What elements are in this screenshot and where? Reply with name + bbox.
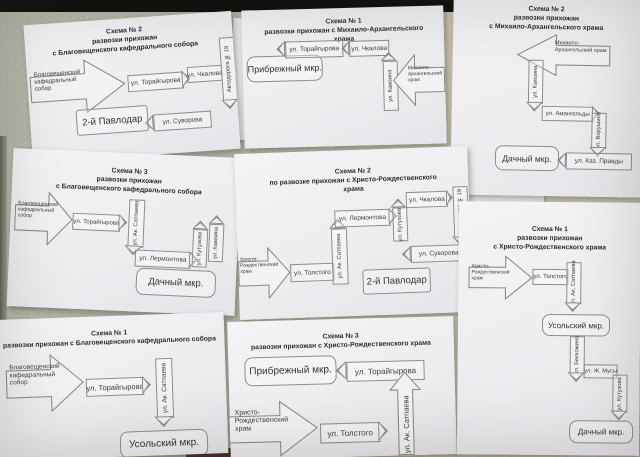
street-arrow-label: ул. Лермонтова [334, 208, 391, 228]
street-arrow-label: ул. Торайгырова [85, 376, 145, 397]
scheme-title: Схема № 3 развозки прихожан с Благовещен… [54, 165, 205, 198]
street-arrow-label: ул. Амангельды [541, 105, 594, 122]
destination-box: Дачный мкр. [569, 420, 634, 444]
destination-box: 2-й Павлодар [75, 104, 150, 136]
arrowhead-down-icon [564, 302, 581, 312]
scheme-title: Схема № 1 развозки прихожан с Христо-Рож… [465, 225, 635, 253]
origin-label: Благовещенский кафедральный собор [17, 200, 59, 219]
title-line: с Христо-Рождественского храма [493, 243, 607, 252]
midpoint-box: Усольский мкр. [541, 313, 611, 337]
street-arrow-label: ул. Кутузова [191, 229, 209, 268]
street-arrow-label: ул. Ак. Сатпаева [401, 395, 412, 454]
street-arrow-label: ул. Ак. Сатпаева [566, 261, 582, 306]
origin-arrow: Михаило-Архангельский храм [516, 33, 611, 77]
street-arrow-label: ул. Торайгырова [285, 40, 344, 59]
street-arrow-label: ул. Чкалова [405, 190, 449, 209]
street-arrow-label: ул. Торайгырова [127, 71, 185, 93]
street-arrow-label: ул. Толстого [319, 422, 381, 444]
destination-box: Дачный мкр. [494, 145, 560, 172]
street-arrow-label: ул. Каз. Правды [565, 152, 633, 171]
origin-label: Благовещенский кафедральный собор [33, 69, 81, 93]
origin-arrow: Благовещенский кафедральный собор [28, 56, 128, 117]
arrowhead-right-icon [142, 376, 152, 394]
destination-box: 2-й Павлодар [362, 267, 432, 295]
arrowhead-right-icon [118, 214, 128, 231]
street-arrow-label: ул. Толстого [532, 268, 569, 286]
origin-label: Христо-Рождественский храм [471, 263, 510, 282]
street-arrow-label: ул. Ак. Сатпаева [127, 199, 146, 248]
sheet-scheme1-annunciation: Схема № 1 развозки прихожан с Благовещен… [0, 312, 229, 457]
sheet-scheme1-michael-archangel: Схема № 1 развозки прихожан с Михаило-Ар… [241, 5, 447, 149]
scheme-title: Схема № 3 развозки прихожан с Христо-Рож… [234, 330, 448, 353]
origin-label: Михаило-Архангельский храм [407, 64, 443, 84]
street-arrow-label: ул. Торайгырова [72, 212, 121, 232]
origin-arrow: Христо-Рождественский храм [237, 246, 291, 300]
table-edge-left [0, 136, 7, 334]
sheet-scheme2-annunciation: Схема № 2 развозки прихожан с Благовещен… [23, 10, 241, 164]
arrowhead-down-icon [526, 102, 543, 112]
origin-arrow: Михаило-Архангельский храм [392, 53, 445, 106]
origin-label: Христо-Рождественский храм [234, 409, 289, 433]
origin-arrow: Благовещенский кафедральный собор [5, 353, 85, 414]
street-arrow-label: ул. Камзина [207, 223, 225, 263]
street-arrow-label: ул. Кутузова [392, 207, 409, 242]
street-arrow-label: ул. Лермонтова [134, 249, 192, 269]
sheet-scheme2-michael-archangel: Схема № 2 развозки прихожан с Михаило-Ар… [450, 0, 640, 198]
arrowhead-down-icon [221, 99, 239, 110]
street-arrow-label: ул. Ак. Сатпаева [330, 228, 349, 285]
origin-arrow: Христо-Рождественский храм [468, 255, 532, 300]
origin-arrow: Благовещенский кафедральный собор [13, 190, 73, 246]
origin-label: Михаило-Архангельский храм [554, 40, 607, 54]
arrowhead-left-icon [335, 361, 346, 380]
destination-box: Усольский мкр. [119, 428, 209, 457]
street-arrow-label: ул. Толстого [290, 262, 335, 283]
street-arrow-label: ул. Чкалова [187, 64, 223, 84]
scheme-title: Схема № 2 развозки прихожан с Михаило-Ар… [466, 5, 626, 34]
scheme-title: Схема № 1 развозки прихожан с Благовещен… [2, 326, 216, 351]
street-arrow-label: ул. Ак. Сатпаева [155, 357, 175, 419]
sheet-scheme2-christ-nativity: Схема № 2 по развозке прихожан с Христо-… [234, 145, 473, 321]
origin-label: Благовещенский кафедральный собор [9, 362, 60, 387]
arrowhead-down-icon [154, 416, 173, 428]
sheet-scheme3-annunciation: Схема № 3 развозки прихожан с Благовещен… [6, 148, 242, 316]
arrowhead-down-icon [610, 411, 627, 421]
destination-box: Прибрежный мкр. [246, 54, 324, 83]
origin-arrow: Христо-Рождественский храм [227, 400, 318, 457]
scheme-title: Схема № 2 развозки прихожан с Благовещен… [49, 22, 200, 59]
sheet-scheme1-christ-nativity: Схема № 1 развозки прихожан с Христо-Рож… [456, 201, 640, 456]
street-arrow-label: ул. Ворушина [591, 112, 607, 149]
street-arrow-label: ул. Кутузова [612, 374, 628, 413]
street-arrow-label: ул. Камзина [527, 59, 544, 104]
street-arrow-label: ул. Бекхожина [569, 336, 585, 375]
title-line: с Михаило-Архангельского храма [489, 22, 604, 32]
arrowhead-right-icon [378, 421, 389, 441]
street-arrow-label: ул. Суворова [152, 110, 213, 132]
arrowhead-down-icon [568, 372, 585, 382]
destination-box: Прибрежный мкр. [244, 355, 337, 387]
destination-box: Дачный мкр. [135, 267, 217, 299]
street-big-arrow: ул. Ак. Сатпаева [389, 371, 423, 456]
sheet-scheme3-christ-nativity: Схема № 3 развозки прихожан с Христо-Рож… [227, 316, 457, 457]
arrowhead-left-icon [276, 41, 285, 58]
origin-label: Христо-Рождественский храм [239, 256, 279, 275]
